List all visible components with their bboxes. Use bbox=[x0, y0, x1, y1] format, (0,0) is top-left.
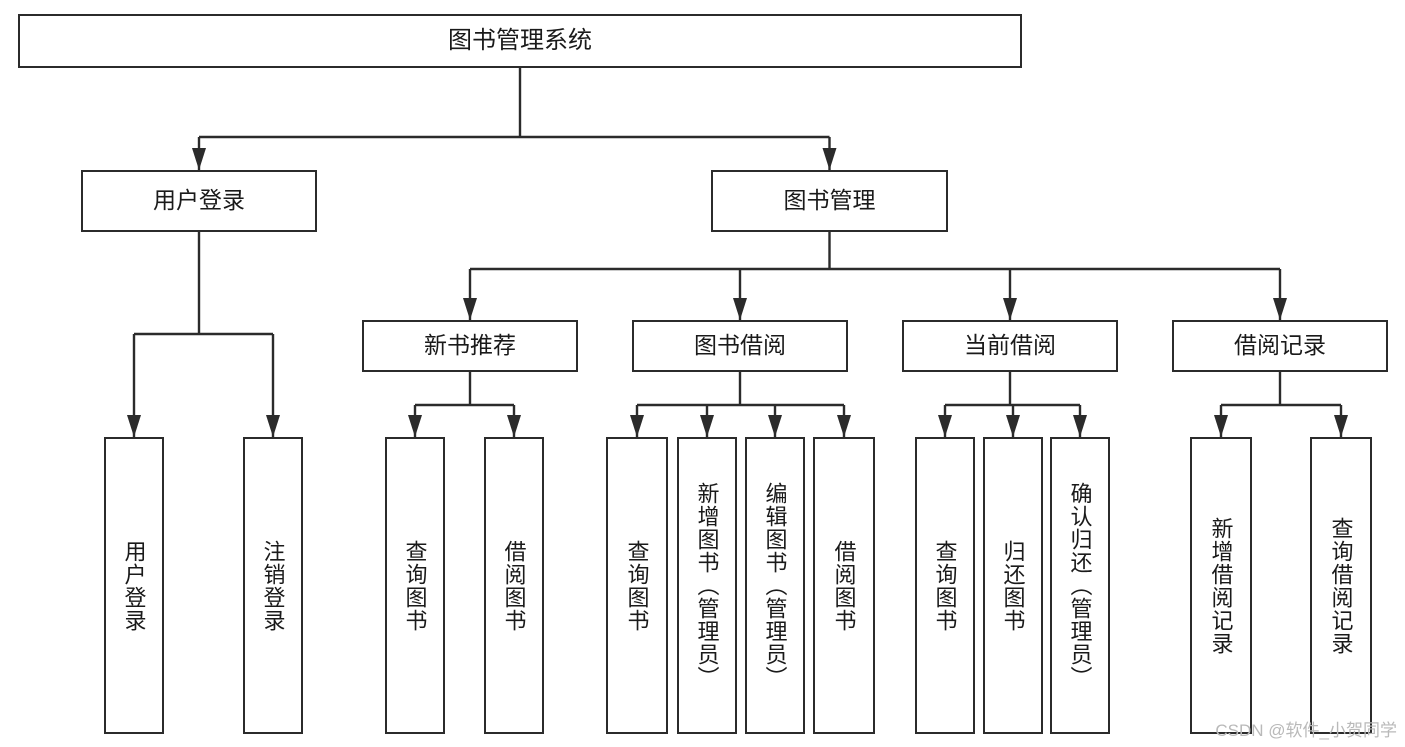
node-label: 借阅图书 bbox=[831, 539, 857, 632]
node-user-login[interactable]: 用户登录 bbox=[81, 170, 317, 232]
node-leaf-query-record[interactable]: 查询借阅记录 bbox=[1310, 437, 1372, 734]
node-leaf-user-login[interactable]: 用户登录 bbox=[104, 437, 164, 734]
node-leaf-query-book[interactable]: 查询图书 bbox=[606, 437, 668, 734]
node-leaf-add-book[interactable]: 新增图书（管理员） bbox=[677, 437, 737, 734]
node-leaf-logout[interactable]: 注销登录 bbox=[243, 437, 303, 734]
node-label: 新书推荐 bbox=[424, 332, 516, 359]
connector-arrowhead bbox=[733, 298, 747, 320]
node-current-borrow[interactable]: 当前借阅 bbox=[902, 320, 1118, 372]
connector-arrowhead bbox=[700, 415, 714, 437]
connector-arrowhead bbox=[266, 415, 280, 437]
node-label: 当前借阅 bbox=[964, 332, 1056, 359]
node-label: 编辑图书（管理员） bbox=[762, 482, 788, 689]
node-label: 借阅记录 bbox=[1234, 332, 1326, 359]
connector-arrowhead bbox=[1214, 415, 1228, 437]
connector-arrowhead bbox=[127, 415, 141, 437]
node-leaf-borrow-book[interactable]: 借阅图书 bbox=[813, 437, 875, 734]
node-label: 查询图书 bbox=[932, 539, 958, 632]
node-leaf-query-book-rec[interactable]: 查询图书 bbox=[385, 437, 445, 734]
node-label: 借阅图书 bbox=[501, 539, 527, 632]
node-borrow-record[interactable]: 借阅记录 bbox=[1172, 320, 1388, 372]
node-label: 图书管理 bbox=[783, 187, 876, 214]
connector-arrowhead bbox=[507, 415, 521, 437]
node-leaf-return-book[interactable]: 归还图书 bbox=[983, 437, 1043, 734]
node-leaf-confirm-return[interactable]: 确认归还（管理员） bbox=[1050, 437, 1110, 734]
connector-arrowhead bbox=[630, 415, 644, 437]
node-label: 确认归还（管理员） bbox=[1067, 482, 1093, 689]
connector-arrowhead bbox=[192, 148, 206, 170]
node-leaf-borrow-book-rec[interactable]: 借阅图书 bbox=[484, 437, 544, 734]
node-label: 查询借阅记录 bbox=[1328, 516, 1354, 655]
connector-arrowhead bbox=[1006, 415, 1020, 437]
node-leaf-query-book-cur[interactable]: 查询图书 bbox=[915, 437, 975, 734]
node-label: 新增借阅记录 bbox=[1208, 516, 1234, 655]
node-new-book-rec[interactable]: 新书推荐 bbox=[362, 320, 578, 372]
node-book-borrow[interactable]: 图书借阅 bbox=[632, 320, 848, 372]
node-label: 查询图书 bbox=[402, 539, 428, 632]
connector-arrowhead bbox=[1073, 415, 1087, 437]
node-label: 用户登录 bbox=[121, 539, 147, 632]
connector-arrowhead bbox=[408, 415, 422, 437]
node-label: 归还图书 bbox=[1000, 539, 1026, 632]
connector-arrowhead bbox=[1334, 415, 1348, 437]
connector-arrowhead bbox=[463, 298, 477, 320]
node-label: 查询图书 bbox=[624, 539, 650, 632]
node-label: 图书借阅 bbox=[694, 332, 786, 359]
connector-arrowhead bbox=[1273, 298, 1287, 320]
node-label: 新增图书（管理员） bbox=[694, 482, 720, 689]
connector-arrowhead bbox=[822, 148, 837, 170]
node-label: 图书管理系统 bbox=[448, 26, 592, 54]
node-label: 注销登录 bbox=[260, 539, 286, 632]
node-root[interactable]: 图书管理系统 bbox=[18, 14, 1022, 68]
node-leaf-edit-book[interactable]: 编辑图书（管理员） bbox=[745, 437, 805, 734]
node-book-manage[interactable]: 图书管理 bbox=[711, 170, 948, 232]
node-label: 用户登录 bbox=[153, 187, 245, 214]
connector-arrowhead bbox=[938, 415, 952, 437]
connector-arrowhead bbox=[837, 415, 851, 437]
connector-arrowhead bbox=[1003, 298, 1017, 320]
connector-arrowhead bbox=[768, 415, 782, 437]
node-leaf-add-record[interactable]: 新增借阅记录 bbox=[1190, 437, 1252, 734]
watermark-text: CSDN @软件_小贺同学 bbox=[1215, 721, 1397, 740]
